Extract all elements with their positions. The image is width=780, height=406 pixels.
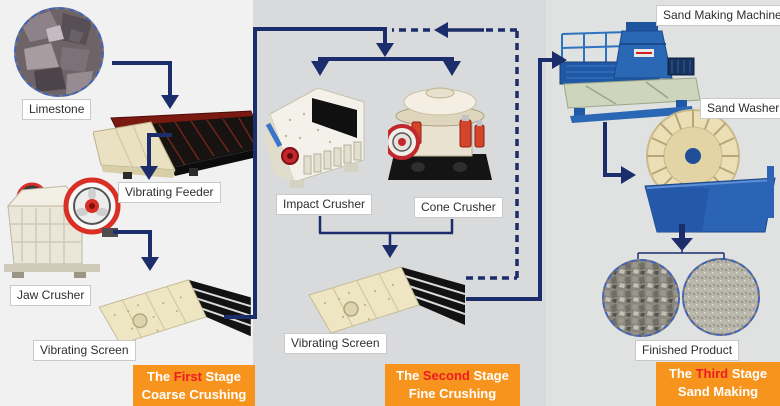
- limestone-label: Limestone: [22, 99, 92, 120]
- sand-making-machine-label: Sand Making Machine: [656, 5, 780, 26]
- impact-crusher-label: Impact Crusher: [276, 194, 373, 215]
- vibrating-screen1-label: Vibrating Screen: [33, 340, 136, 361]
- vibrating-screen2-image: [308, 266, 465, 334]
- sand-making-machine-image: [559, 22, 701, 123]
- limestone-image: [14, 7, 104, 97]
- sand-texture: [684, 260, 758, 334]
- stage2-banner: The Second Stage Fine Crushing: [385, 364, 520, 406]
- stage3-banner-line1: The Third Stage: [668, 366, 768, 381]
- arrow-split-to-crushers: [318, 57, 454, 62]
- stage3-banner-line2: Sand Making: [677, 384, 759, 399]
- stage3-highlight: Third: [695, 366, 729, 381]
- stage1-banner: The First Stage Coarse Crushing: [133, 365, 255, 406]
- gravel-texture: [604, 261, 678, 335]
- vibrating-screen1-image: [98, 279, 252, 345]
- stage2-highlight: Second: [422, 368, 470, 383]
- cone-crusher-image: [388, 87, 492, 180]
- arrow-heads: [140, 22, 693, 271]
- stage3-banner: The Third Stage Sand Making: [656, 362, 780, 406]
- arrow-screen1-to-stage2: [224, 27, 387, 319]
- finished-product-label: Finished Product: [635, 340, 740, 361]
- vibrating-feeder-label: Vibrating Feeder: [118, 182, 221, 203]
- sand-washer-image: [644, 109, 776, 233]
- finished-product-gravel-image: [602, 259, 680, 337]
- jaw-crusher-label: Jaw Crusher: [10, 285, 92, 306]
- cone-crusher-label: Cone Crusher: [414, 197, 503, 218]
- jaw-crusher-image: [4, 177, 121, 278]
- impact-crusher-image: [264, 87, 365, 188]
- arrow-sand-maker-to-washer: [603, 122, 621, 177]
- stage1-banner-line1: The First Stage: [147, 369, 241, 384]
- stage1-highlight: First: [173, 369, 202, 384]
- arrow-limestone-to-feeder: [112, 61, 172, 95]
- stage2-banner-line1: The Second Stage: [396, 368, 509, 383]
- arrow-screen2-to-sand-maker: [466, 58, 552, 301]
- vibrating-screen2-label: Vibrating Screen: [284, 333, 387, 354]
- limestone-rocks-graphic: [16, 9, 102, 95]
- arrow-washer-to-product: [637, 224, 725, 259]
- arrow-crushers-to-screen2: [318, 216, 454, 245]
- finished-product-sand-image: [682, 258, 760, 336]
- arrow-jaw-to-screen1: [113, 230, 152, 257]
- stage2-banner-line2: Fine Crushing: [408, 386, 497, 401]
- arrow-recycle-dashed: [392, 28, 519, 280]
- arrow-feeder-to-jaw-crusher: [147, 133, 172, 166]
- sand-washer-label: Sand Washer: [700, 98, 780, 119]
- stage1-banner-line2: Coarse Crushing: [141, 387, 247, 402]
